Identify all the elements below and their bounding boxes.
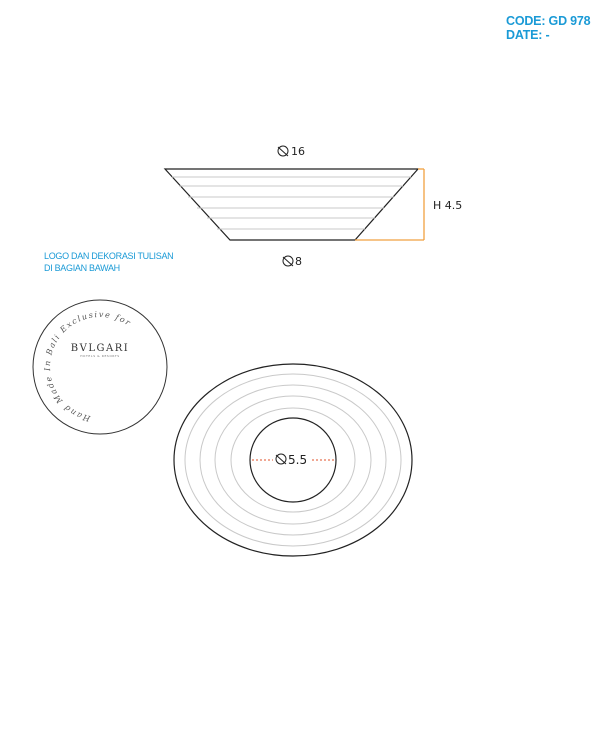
top-diameter-value: 16 bbox=[291, 145, 305, 158]
top-diameter-label: 16 bbox=[277, 145, 305, 158]
product-date: DATE: - bbox=[506, 28, 550, 42]
bowl-side-grooves bbox=[172, 176, 411, 230]
product-code: CODE: GD 978 bbox=[506, 14, 591, 28]
logo-note-line-1: LOGO DAN DEKORASI TULISAN bbox=[44, 251, 174, 261]
logo-brand: BVLGARI bbox=[71, 343, 129, 354]
diameter-icon bbox=[277, 145, 289, 157]
height-value: H 4.5 bbox=[433, 199, 462, 212]
bowl-top-grooves bbox=[184, 373, 402, 547]
logo-brand-sub: HOTELS & RESORTS bbox=[80, 354, 120, 358]
diameter-icon bbox=[282, 255, 294, 267]
height-dimension-line bbox=[355, 168, 425, 241]
logo-stamp: Hand Made In Bali Exclusive for BVLGARI … bbox=[32, 299, 168, 435]
bowl-side-view bbox=[163, 168, 425, 241]
logo-note-line-2: DI BAGIAN BAWAH bbox=[44, 263, 120, 273]
bottom-diameter-label: 8 bbox=[282, 255, 302, 268]
bottom-diameter-value: 8 bbox=[295, 255, 302, 268]
foot-diameter-value: 5.5 bbox=[288, 453, 307, 467]
bowl-top-outline bbox=[173, 363, 413, 557]
foot-diameter-label: 5.5 bbox=[275, 453, 307, 467]
logo-note: LOGO DAN DEKORASI TULISAN DI BAGIAN BAWA… bbox=[44, 250, 174, 274]
bowl-top-view bbox=[173, 363, 413, 557]
diameter-icon bbox=[275, 453, 287, 465]
spec-block: CODE: GD 978 DATE: - bbox=[506, 14, 591, 42]
